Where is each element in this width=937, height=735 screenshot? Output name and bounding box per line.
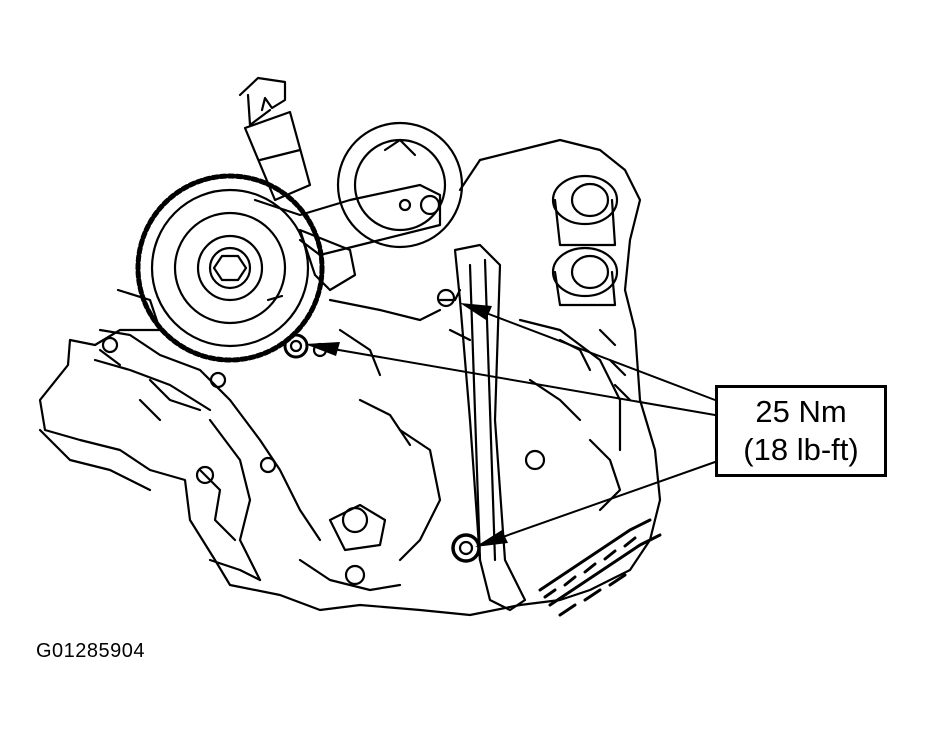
engine-block-outline <box>38 138 662 617</box>
bolt-lower <box>451 533 481 563</box>
leader-arrows <box>309 304 716 546</box>
torque-metric-label: 25 Nm <box>755 394 847 429</box>
camshaft-sprocket <box>135 173 325 363</box>
timing-chain <box>538 518 662 617</box>
arrowhead-lower-bolt <box>475 530 508 547</box>
oil-control-solenoid <box>238 76 442 292</box>
arrowhead-upper-bolt <box>305 342 340 356</box>
bolt-upper-right <box>436 288 456 308</box>
torque-imperial-label: (18 lb-ft) <box>743 432 859 467</box>
torque-spec-callout: 25 Nm (18 lb-ft) <box>715 385 887 477</box>
cylinder-bores <box>551 174 619 307</box>
bolt-upper-left <box>283 333 309 359</box>
figure-id-label: G01285904 <box>36 640 146 662</box>
leader-to-lower-bolt <box>479 461 716 546</box>
leader-to-right-bolt <box>464 304 716 401</box>
arrowhead-right-bolt <box>460 303 492 320</box>
leader-to-upper-bolt <box>309 344 716 416</box>
intake-cam-pulley <box>336 121 464 249</box>
